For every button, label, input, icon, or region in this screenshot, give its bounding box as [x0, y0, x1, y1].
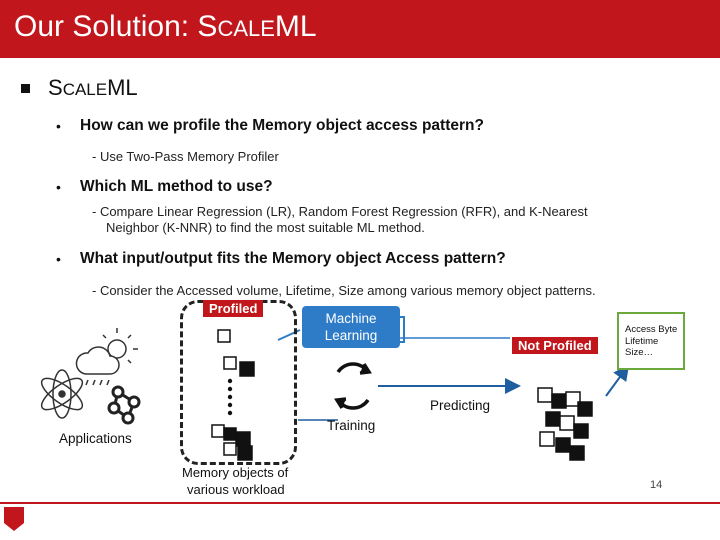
footer-rule — [0, 502, 720, 504]
predicting-label: Predicting — [430, 398, 490, 413]
output-arrow — [606, 366, 628, 396]
profiled-label: Profiled — [203, 300, 263, 317]
cloud-weather-icon — [76, 328, 138, 385]
training-label: Training — [327, 418, 375, 433]
molecule-icon — [109, 387, 139, 423]
cycle-arrows-icon — [337, 364, 369, 408]
memory-objects-label-1: Memory objects of — [182, 465, 288, 480]
atom-icon — [37, 370, 87, 418]
page-number: 14 — [650, 479, 662, 491]
not-profiled-label: Not Profiled — [512, 337, 598, 354]
memory-objects-label-2: various workload — [187, 482, 285, 497]
memory-objects-cluster-icon — [538, 388, 592, 460]
applications-label: Applications — [59, 431, 132, 446]
memory-objects-group — [180, 300, 297, 465]
university-logo — [4, 507, 24, 531]
